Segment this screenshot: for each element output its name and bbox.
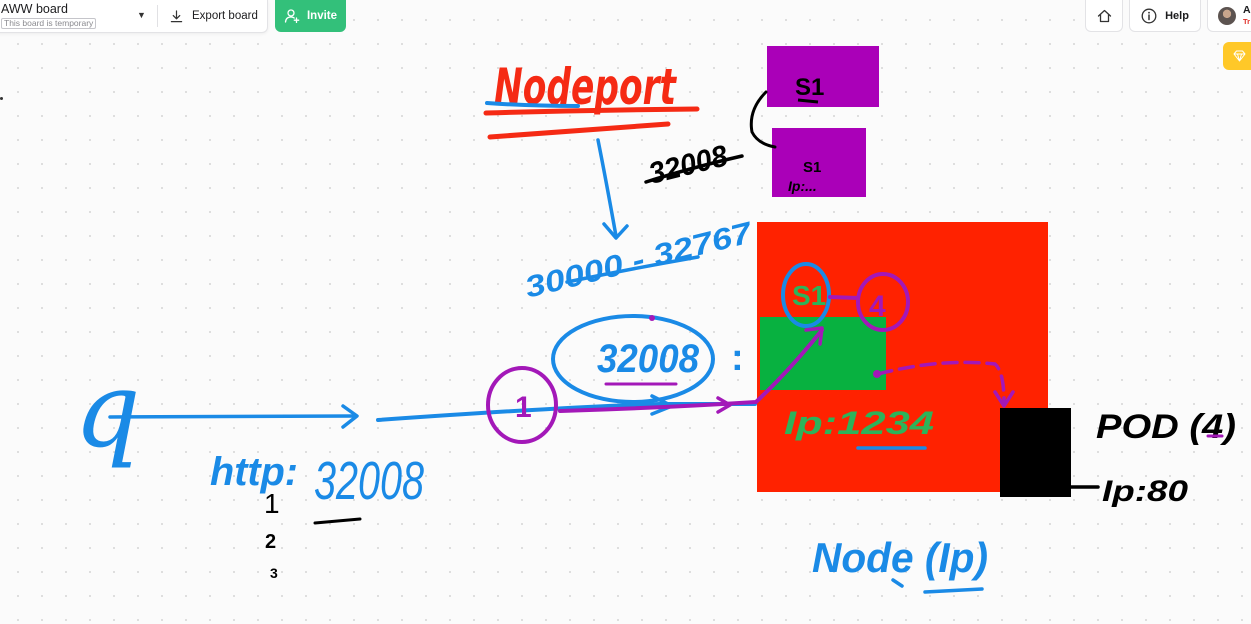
home-button[interactable] [1085,0,1123,32]
port-colon: : [731,337,744,379]
client-arrow [108,414,357,419]
list-item-2: 2 [265,531,276,553]
board-name[interactable]: AWW board [1,2,68,16]
upgrade-button[interactable] [1223,42,1251,70]
url-port-underline [313,517,362,525]
pod-box[interactable] [1000,408,1071,497]
node-4-label: 4 [869,290,886,323]
url-port: 32008 [314,451,424,511]
chevron-down-icon[interactable]: ▼ [137,10,146,20]
port-32008-circle [551,314,715,404]
user-name: A [1243,4,1251,16]
add-user-icon [284,9,300,23]
s1-to-4-line [828,295,860,300]
list-item-3: 3 [270,565,278,581]
diamond-icon [1233,50,1246,62]
route-to-pod-head [993,390,1015,408]
export-board-label: Export board [192,10,258,22]
help-label: Help [1165,9,1189,22]
service-1-label: S1 [795,74,824,101]
range-arrow-head [602,222,629,240]
board-menu[interactable]: AWW board This board is temporary ▼ [0,0,147,32]
board-toolbar: AWW board This board is temporary ▼ Expo… [0,0,268,33]
node-label-underline [923,587,984,594]
nodeport-underline-2 [487,121,671,140]
download-icon [170,9,183,22]
avatar [1218,6,1236,25]
request-purple-head [716,396,732,414]
port-32008-top: 32008 [645,139,731,190]
user-menu-button[interactable]: A Tr [1207,0,1251,32]
request-purple-head-2 [804,326,824,346]
node-label-tick [891,578,904,588]
home-icon [1097,9,1111,22]
port-32008-mid: 32008 [597,337,700,381]
info-icon [1141,8,1157,23]
port-32008-top-underline [644,154,744,184]
circle-top-dot [649,315,655,321]
bracket-line [749,90,777,149]
pod-label: POD (4) [1096,408,1236,446]
export-board-button[interactable]: Export board [158,0,266,32]
circle-1 [486,366,558,444]
pod-ip: Ip:80 [1102,475,1188,508]
nodeport-blue-underline [485,101,580,108]
service-2-label: S1 [803,159,821,176]
port-range-underline [565,255,700,284]
toolbar-divider [157,5,158,27]
service-box-2[interactable] [772,128,866,197]
nodeport-underline-1 [483,106,700,116]
node-ip-port: Ip:1234 [784,405,934,441]
route-to-pod [876,360,1006,404]
port-range: 30000 - 32767 [522,216,757,305]
client-label: q [74,349,141,471]
service-2-sub: Ip:... [788,178,817,194]
client-arrow-head [341,404,359,429]
route-dot [873,370,881,378]
service-box-1[interactable] [767,46,879,107]
node-4-circle [856,272,910,332]
node-s1-label: S1 [792,280,826,311]
canvas-edge-marker [0,97,3,100]
invite-button[interactable]: Invite [275,0,346,32]
url-scheme: http: [210,450,298,494]
list-item-1: 1 [264,488,280,519]
range-arrow [596,138,618,238]
user-plan: Tr [1243,17,1251,26]
request-line [376,402,757,422]
help-button[interactable]: Help [1129,0,1201,32]
request-purple-line [558,328,824,413]
invite-label: Invite [306,10,338,22]
node-s1-circle [781,262,831,328]
service-1-underline [797,98,819,104]
board-temporary-badge: This board is temporary [1,18,97,29]
node-label: Node (Ip) [812,534,988,581]
circle-1-label: 1 [515,391,532,424]
